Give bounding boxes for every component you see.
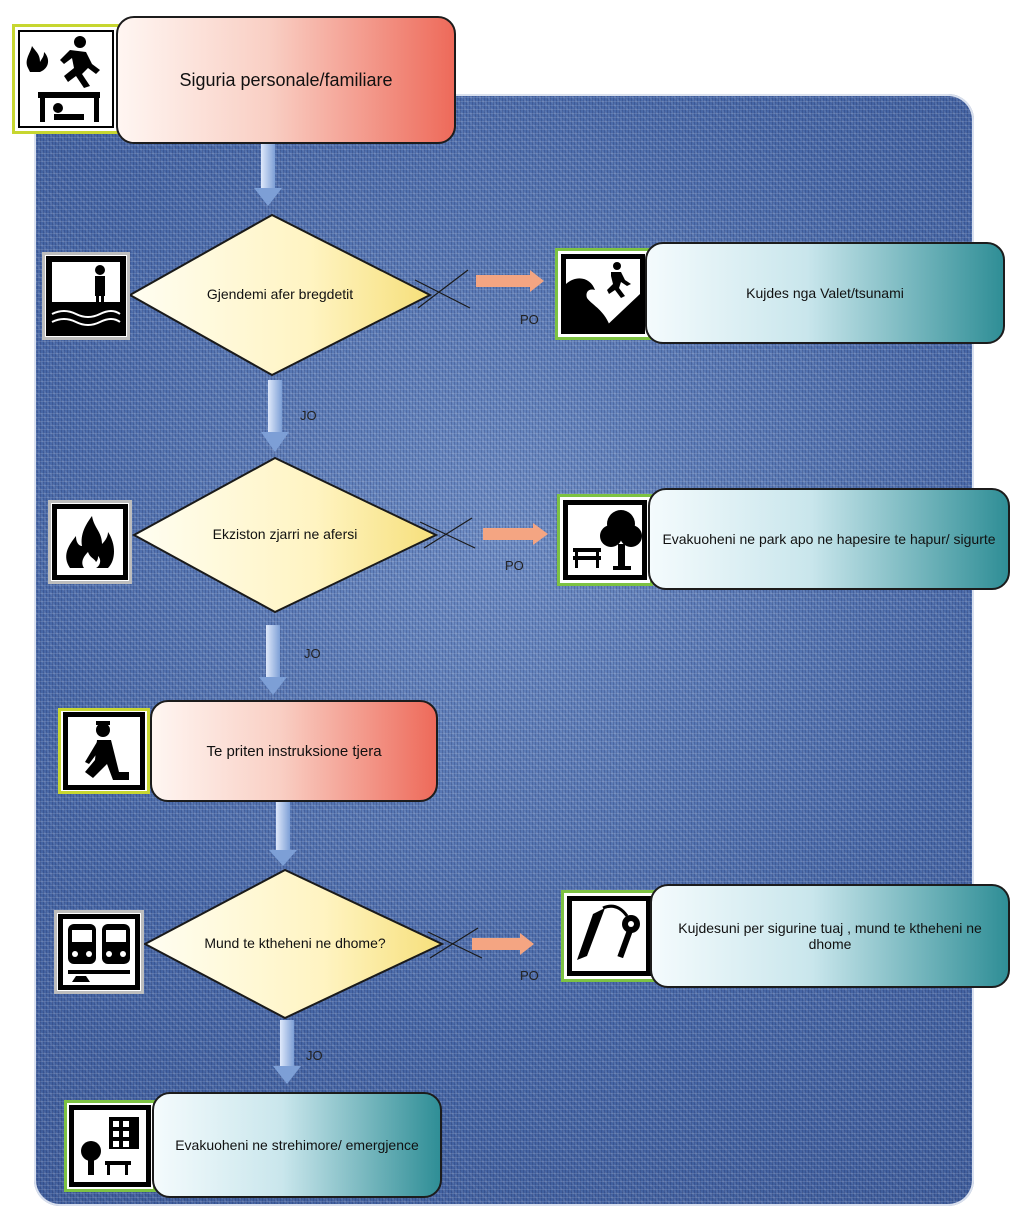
outcome-1-label: Kujdes nga Valet/tsunami <box>746 285 904 301</box>
branch-yes-3: PO <box>520 968 539 983</box>
arrow-down-5 <box>273 1020 301 1084</box>
outcome-4-icon <box>64 1100 156 1192</box>
outcome-2-box: Evakuoheni ne park apo ne hapesire te ha… <box>648 488 1010 590</box>
wait-icon <box>58 708 150 794</box>
decision-3-icon <box>54 910 144 994</box>
wait-box: Te priten instruksione tjera <box>150 700 438 802</box>
person-at-shore-icon <box>46 256 126 336</box>
branch-yes-1: PO <box>520 312 539 327</box>
start-box: Siguria personale/familiare <box>116 16 456 144</box>
start-label: Siguria personale/familiare <box>179 69 393 90</box>
arrow-right-2 <box>483 523 548 545</box>
decision-diamond-3 <box>142 868 445 1020</box>
arrow-right-3 <box>472 933 534 955</box>
decision-2-icon <box>48 500 132 584</box>
arrow-down-4 <box>269 800 297 866</box>
outcome-4-box: Evakuoheni ne strehimore/ emergjence <box>152 1092 442 1198</box>
sitting-person-icon <box>63 712 145 790</box>
fire-icon <box>52 504 128 580</box>
decision-diamond-1 <box>127 213 433 377</box>
trains-icon <box>58 914 140 990</box>
branch-no-2: JO <box>304 646 321 661</box>
branch-yes-2: PO <box>505 558 524 573</box>
decision-3-label: Mund te ktheheni ne dhome? <box>204 935 386 951</box>
outcome-3-box: Kujdesuni per sigurine tuaj , mund te kt… <box>650 884 1010 988</box>
arrow-down-1 <box>254 140 282 206</box>
connector-cross-marks <box>414 269 483 959</box>
outcome-3-icon <box>561 890 657 982</box>
outcome-4-label: Evakuoheni ne strehimore/ emergjence <box>175 1137 419 1153</box>
branch-no-3: JO <box>306 1048 323 1063</box>
outcome-2-icon <box>557 494 653 586</box>
tsunami-wave-icon <box>561 254 645 334</box>
outcome-3-label: Kujdesuni per sigurine tuaj , mund te kt… <box>678 920 982 952</box>
outcome-2-label: Evakuoheni ne park apo ne hapesire te ha… <box>662 531 996 547</box>
arrow-down-2 <box>261 380 289 452</box>
branch-no-1: JO <box>300 408 317 423</box>
decision-1-icon <box>42 252 130 340</box>
fire-person-running-desk-icon <box>18 30 114 128</box>
start-icon <box>12 24 120 134</box>
decision-2-label: Ekziston zjarri ne afersi <box>212 526 358 542</box>
arrow-right-1 <box>476 270 544 292</box>
arrow-down-3 <box>259 625 287 695</box>
outcome-1-box: Kujdes nga Valet/tsunami <box>645 242 1005 344</box>
outcome-1-icon <box>555 248 651 340</box>
decision-1-label: Gjendemi afer bregdetit <box>206 286 354 302</box>
key-icon <box>567 896 651 976</box>
park-tree-bench-icon <box>563 500 647 580</box>
wait-label: Te priten instruksione tjera <box>206 742 382 760</box>
shelter-buildings-icon <box>69 1105 151 1187</box>
decision-diamond-2 <box>131 456 439 614</box>
